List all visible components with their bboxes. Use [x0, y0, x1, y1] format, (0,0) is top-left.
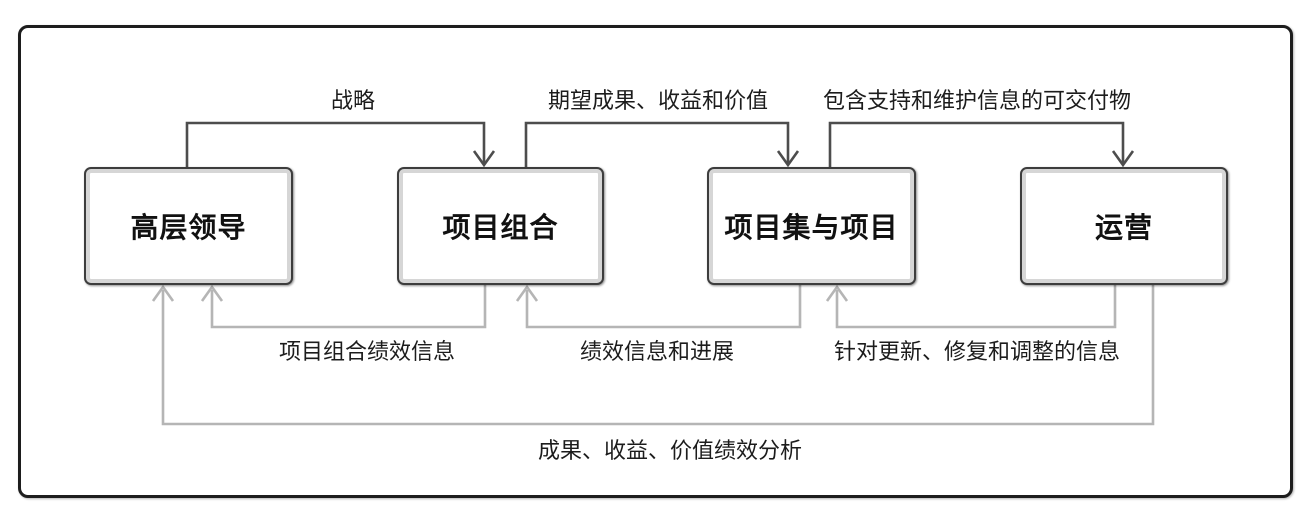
node-senior-leadership: 高层领导 — [84, 167, 293, 285]
node-operations: 运营 — [1020, 167, 1228, 285]
node-portfolio-label: 项目组合 — [442, 212, 559, 243]
edge-label-portfolio-performance: 项目组合绩效信息 — [278, 339, 456, 364]
edge-label-updates-fixes: 针对更新、修复和调整的信息 — [833, 339, 1121, 364]
edge-label-strategy: 战略 — [330, 88, 376, 113]
edge-label-value-analysis: 成果、收益、价值绩效分析 — [537, 438, 803, 463]
node-portfolio: 项目组合 — [397, 167, 604, 285]
node-senior-leadership-label: 高层领导 — [130, 212, 247, 243]
node-operations-label: 运营 — [1094, 212, 1153, 243]
edge-label-expected-outcomes: 期望成果、收益和价值 — [547, 88, 769, 113]
node-programs-projects-label: 项目集与项目 — [724, 212, 899, 243]
edge-label-performance-progress: 绩效信息和进展 — [579, 339, 735, 364]
edge-label-deliverables: 包含支持和维护信息的可交付物 — [822, 88, 1132, 113]
node-programs-projects: 项目集与项目 — [707, 167, 916, 285]
